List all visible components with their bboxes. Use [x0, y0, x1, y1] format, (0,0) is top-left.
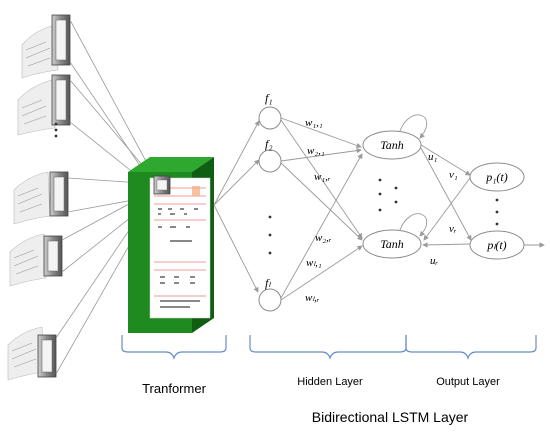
feature-label-f1: f₁ [265, 91, 273, 105]
feature-label-f2: f₂ [265, 137, 273, 151]
input-image-5 [7, 326, 57, 381]
output-layer-brace [405, 335, 537, 360]
input-image-1 [21, 14, 71, 79]
weight-label-ur: uᵣ [430, 255, 439, 267]
output-connectors [420, 144, 472, 248]
feature-connectors [213, 120, 260, 293]
hidden-layer-label: Hidden Layer [297, 376, 363, 388]
feature-ellipsis-dots [268, 215, 272, 255]
output-label-bottom: pₗ(t) [486, 238, 506, 252]
weight-label-w1r: w₁,ᵣ [314, 171, 331, 183]
input-image-2 [17, 74, 71, 136]
weight-label-wl1: wₗ,₁ [306, 257, 322, 269]
feature-node-l [258, 288, 282, 312]
hidden-layer-brace [249, 335, 407, 360]
document-insert [149, 177, 211, 319]
output-ellipsis-dots [495, 198, 499, 226]
feature-node-1 [258, 106, 282, 130]
input-ellipsis-dots [54, 122, 58, 138]
transformer-label: Tranformer [142, 381, 206, 396]
weight-label-w2r: w₂,ᵣ [315, 232, 332, 244]
weight-label-v1: v₁ [449, 169, 458, 181]
weight-label-wlr: wₗ,ᵣ [305, 292, 320, 304]
transformer-brace [121, 335, 227, 360]
weight-label-w11: w₁,₁ [305, 117, 323, 129]
weight-label-w21: w₂,₁ [307, 145, 325, 157]
tanh-node-bottom [362, 229, 422, 259]
feature-label-fl: fₗ [265, 276, 271, 290]
input-image-3 [13, 171, 69, 225]
tanh-label-bottom: Tanh [380, 237, 404, 251]
input-image-4 [9, 233, 63, 287]
tanh-ellipsis-dots [378, 178, 398, 212]
weight-label-vr: vᵣ [449, 223, 457, 235]
weight-connectors [280, 117, 363, 301]
recurrent-loop-top [399, 114, 428, 139]
feature-node-2 [258, 149, 282, 173]
tanh-label-top: Tanh [380, 138, 404, 152]
output-node-top [469, 162, 525, 192]
transformer-block [128, 157, 214, 333]
recurrent-loop-bottom [399, 213, 428, 237]
bilstm-label: Bidirectional LSTM Layer [312, 409, 469, 425]
output-layer-label: Output Layer [436, 376, 500, 388]
weight-label-u1: u₁ [428, 151, 438, 163]
output-label-top: p₁(t) [485, 170, 508, 184]
